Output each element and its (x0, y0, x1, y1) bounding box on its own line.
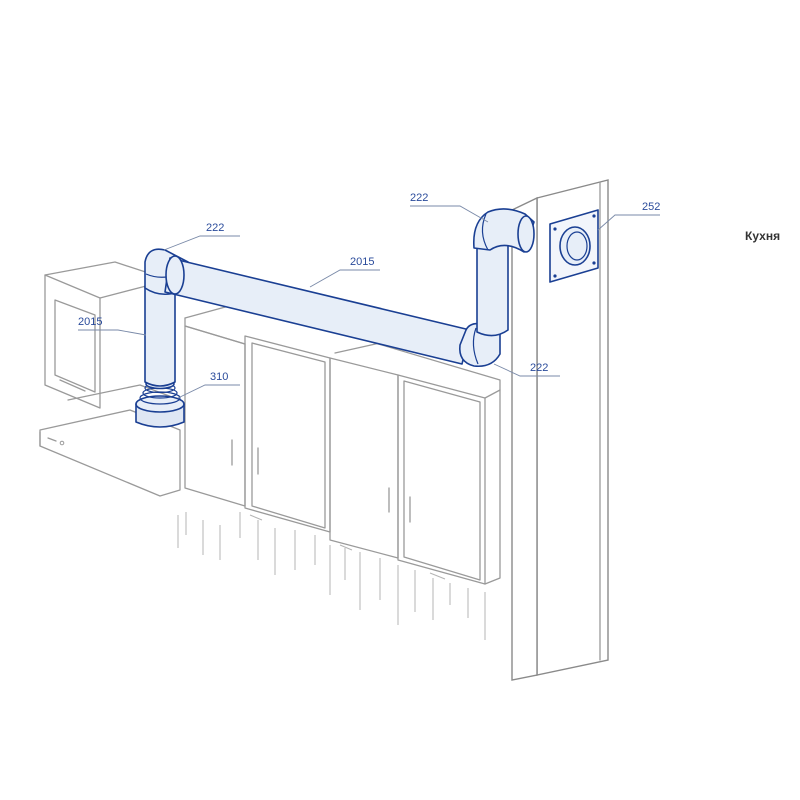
callout-elbow-left: 222 (206, 222, 224, 234)
room-label: Кухня (745, 229, 780, 243)
callout-duct-horizontal: 2015 (350, 256, 374, 268)
callout-grille: 252 (642, 201, 660, 213)
right-wall (511, 179, 609, 681)
callout-duct-vertical-left: 2015 (78, 316, 102, 328)
duct-system (135, 208, 535, 428)
wall-grille (549, 209, 599, 283)
callout-labels: 222 2015 2015 310 222 252 222 (78, 192, 660, 383)
range-hood (39, 261, 181, 497)
wall-sketch-lines (177, 512, 486, 640)
callout-elbow-top-right: 222 (410, 192, 428, 204)
leader-lines (78, 205, 660, 399)
callout-hood-adapter: 310 (210, 371, 228, 383)
callout-elbow-bottom-right: 222 (530, 362, 548, 374)
cabinets (184, 325, 501, 585)
hood-adapter (135, 378, 185, 428)
